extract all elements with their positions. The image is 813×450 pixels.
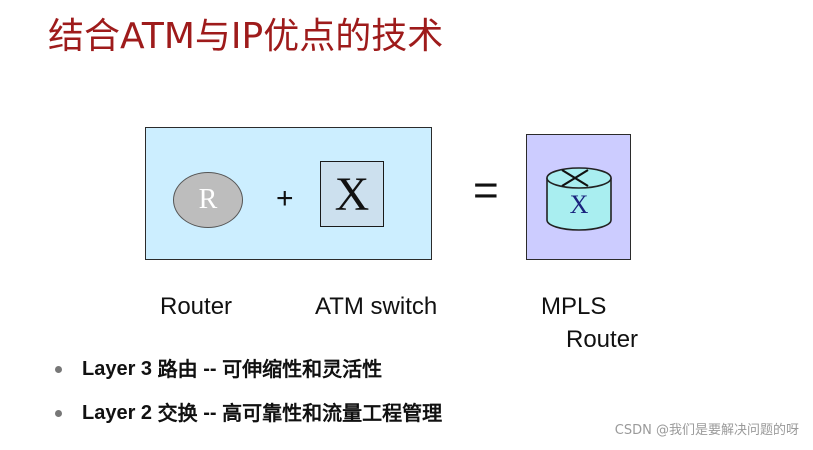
- router-icon: R: [173, 172, 243, 228]
- atm-switch-label: ATM switch: [315, 293, 438, 320]
- router-symbol: R: [198, 184, 218, 215]
- bullet-description: 可伸缩性和灵活性: [222, 357, 383, 381]
- bullet-prefix: Layer 3: [82, 358, 153, 380]
- bullet-item: Layer 2 交换 -- 高可靠性和流量工程管理: [55, 400, 442, 426]
- bullet-dot: [55, 365, 62, 373]
- switch-symbol: X: [334, 167, 370, 221]
- bullet-term: 路由: [157, 357, 198, 381]
- bullet-separator: --: [203, 402, 217, 424]
- mpls-router-icon: X: [546, 167, 612, 231]
- bullet-term: 交换: [157, 401, 198, 425]
- router-label: Router: [160, 293, 233, 320]
- bullet-item: Layer 3 路由 -- 可伸缩性和灵活性: [55, 356, 382, 382]
- bullet-description: 高可靠性和流量工程管理: [222, 401, 443, 425]
- slide-title: 结合ATM与IP优点的技术: [48, 16, 444, 57]
- mpls-symbol: X: [570, 190, 589, 219]
- bullet-dot: [55, 409, 62, 417]
- plus-sign: +: [276, 182, 294, 215]
- watermark: CSDN @我们是要解决问题的呀: [614, 423, 799, 438]
- mpls-label: MPLS: [541, 293, 607, 320]
- atm-switch-icon: X: [320, 161, 384, 227]
- bullet-separator: --: [203, 358, 217, 380]
- bullet-prefix: Layer 2: [82, 402, 153, 424]
- mpls-router-label: Router: [566, 326, 639, 353]
- equals-sign: =: [473, 166, 499, 215]
